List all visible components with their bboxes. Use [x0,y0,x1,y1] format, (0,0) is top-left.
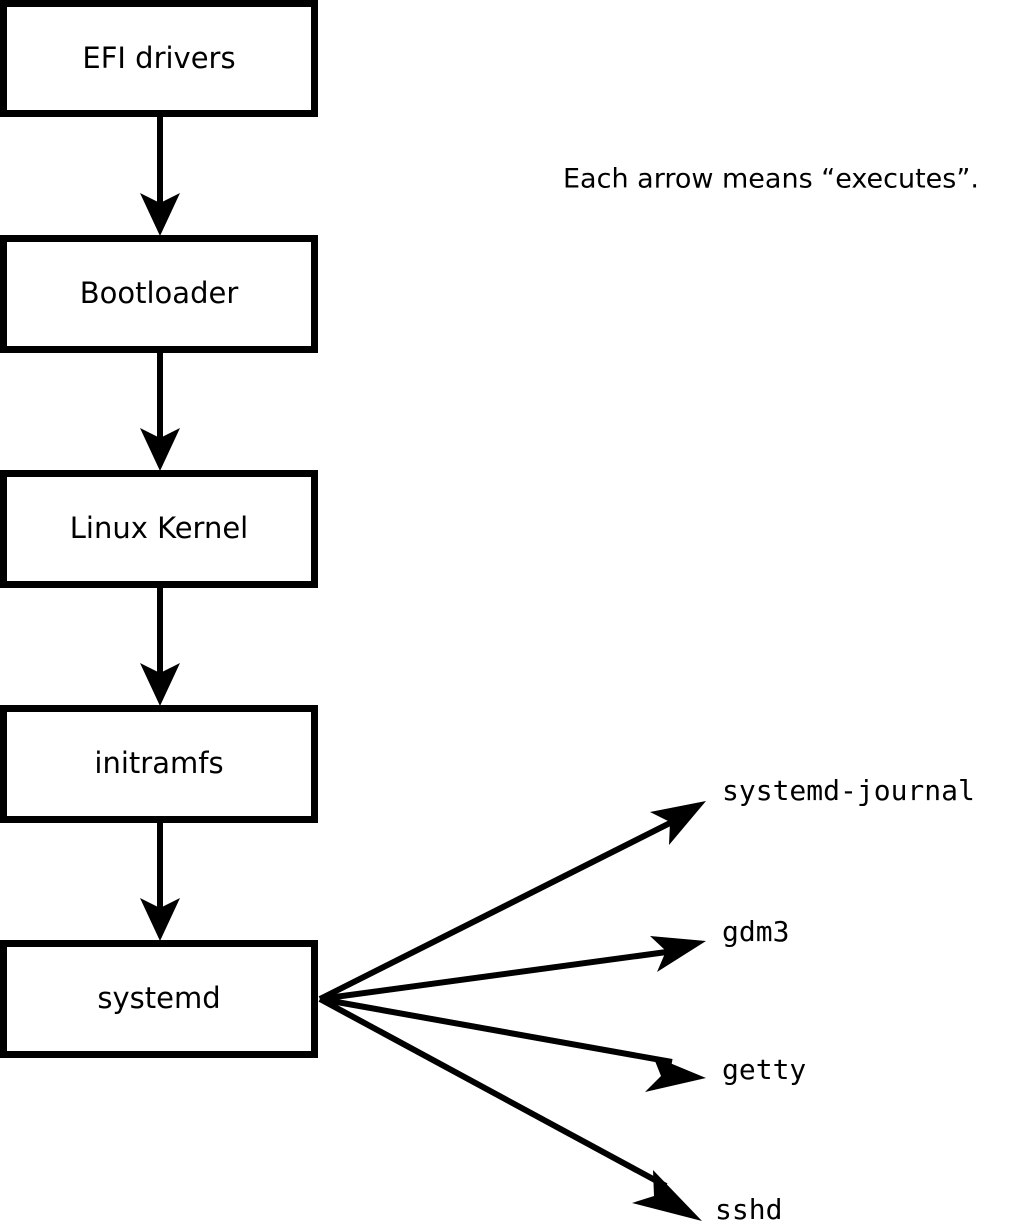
stage-box-systemd[interactable]: systemd [0,940,318,1058]
service-arrow-getty [319,996,706,1092]
arrow-head [140,898,180,941]
stage-box-border [0,940,318,1058]
stage-box-linux-kernel[interactable]: Linux Kernel [0,470,318,588]
arrow-head [650,801,706,845]
stage-box-border [0,470,318,588]
service-arrow-gdm3 [319,936,706,1002]
arrow-shaft [319,948,675,1002]
service-label-sshd: sshd [715,1193,782,1226]
arrow-head [645,1056,706,1092]
stage-box-label: initramfs [94,746,223,780]
service-arrow-systemd-journal [318,801,706,1002]
stage-box-bootloader[interactable]: Bootloader [0,235,318,353]
stage-box-border [0,0,318,117]
arrow-head [140,663,180,706]
arrow-head [650,936,706,972]
legend-caption: Each arrow means “executes”. [563,164,979,195]
stage-arrow-initramfs-to-systemd [140,823,180,941]
service-arrow-sshd [318,996,702,1221]
stage-box-border [0,705,318,823]
stage-box-label: systemd [97,981,220,1015]
stage-box-initramfs[interactable]: initramfs [0,705,318,823]
stage-arrow-kernel-to-initramfs [140,588,180,706]
arrow-shaft [318,817,678,1002]
arrow-head [632,1170,702,1221]
stage-box-efi-drivers[interactable]: EFI drivers [0,0,318,117]
service-label-getty: getty [722,1053,806,1086]
arrow-head [140,428,180,471]
service-label-gdm3: gdm3 [722,915,789,948]
stage-box-label: Linux Kernel [70,511,248,545]
stage-box-label: Bootloader [80,276,239,310]
stage-box-border [0,235,318,353]
arrow-head [140,193,180,236]
service-label-systemd-journal: systemd-journal [722,774,975,807]
stage-box-label: EFI drivers [82,41,235,75]
arrow-shaft [319,996,673,1065]
stage-arrow-bootloader-to-kernel [140,353,180,471]
arrow-shaft [318,996,668,1189]
stage-arrow-efi-to-bootloader [140,117,180,236]
